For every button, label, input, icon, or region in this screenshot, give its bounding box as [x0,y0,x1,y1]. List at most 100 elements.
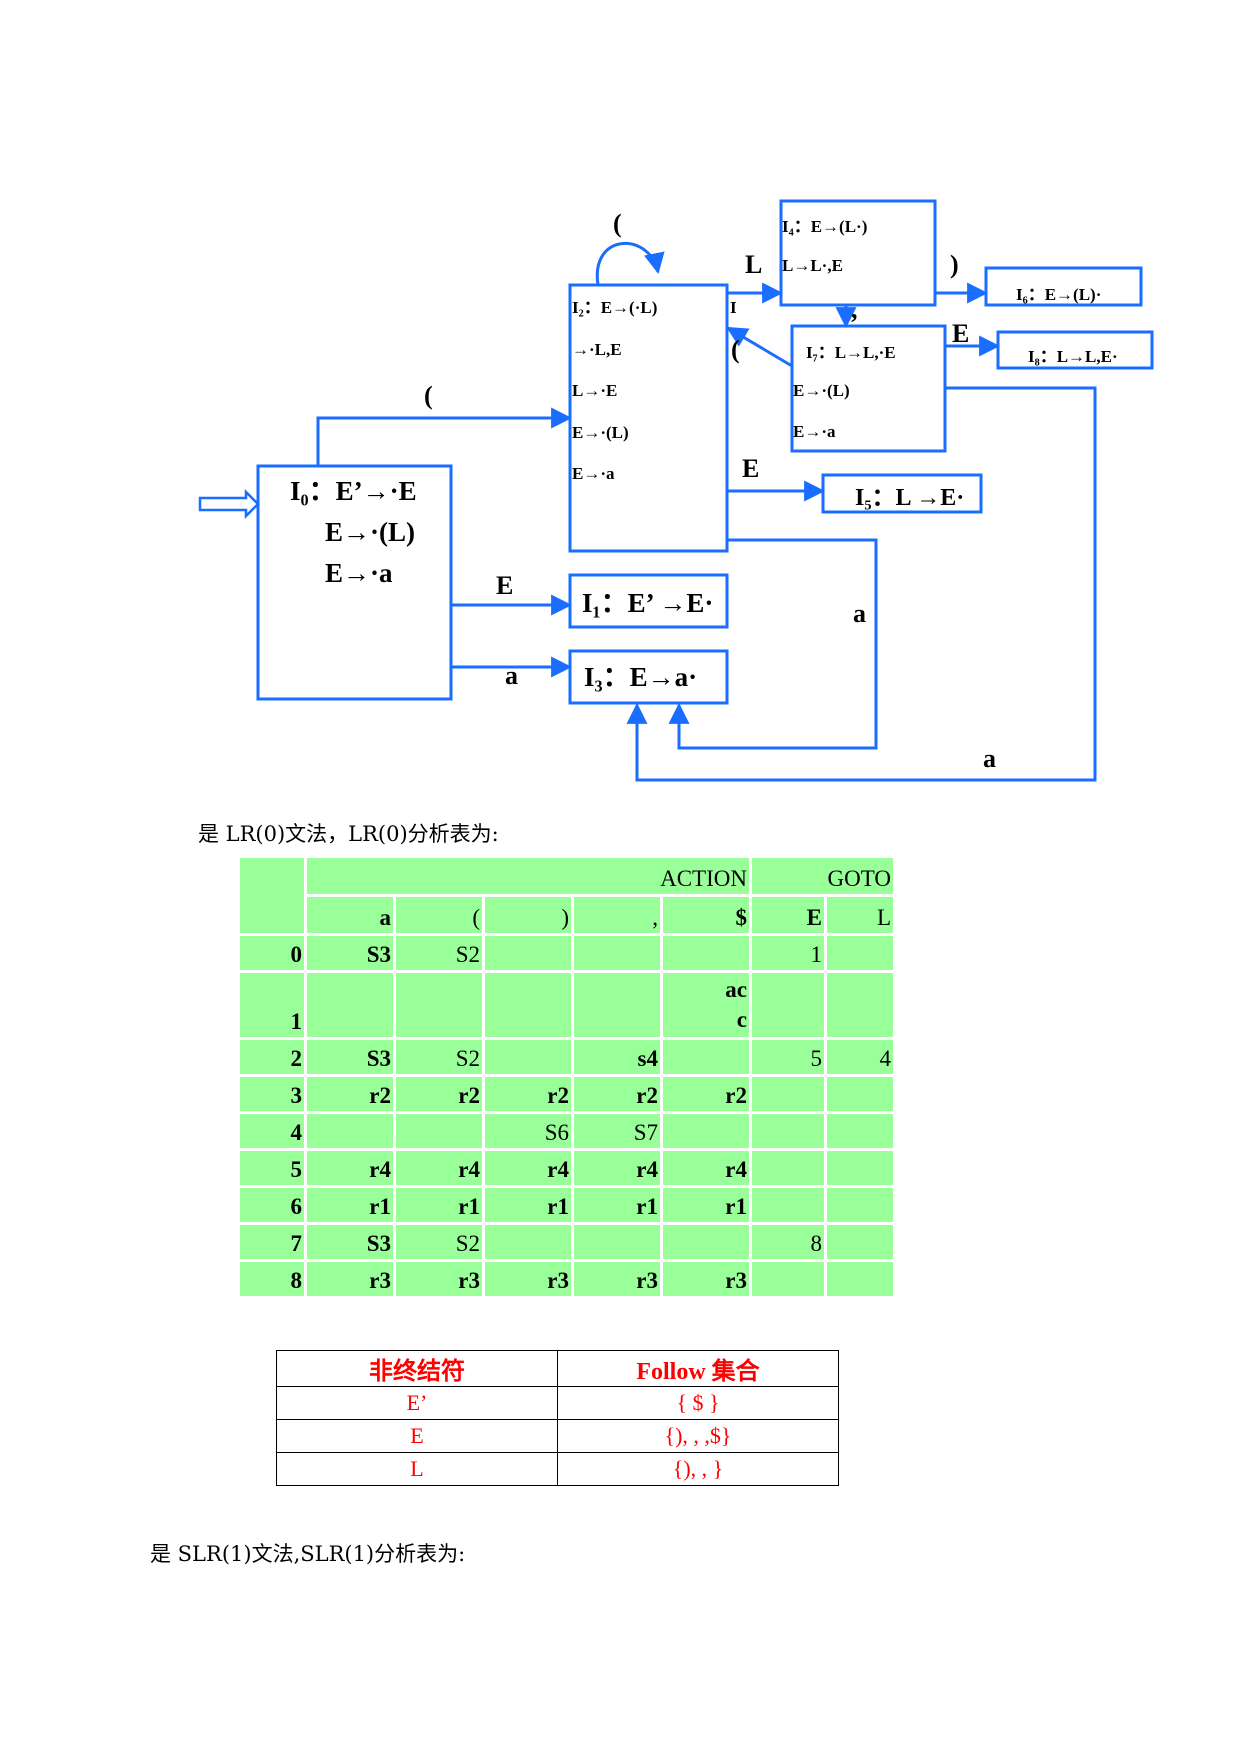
table-cell: s4 [574,1040,660,1074]
state-i2-line-3: E→·(L) [572,423,629,442]
state-i2-line-2: L→·E [572,381,617,400]
nonterminal-cell: L [276,1452,558,1486]
state-box-i2 [568,283,729,553]
table-cell: r3 [663,1262,749,1296]
state-i5-line-0: I₅：L →E· [855,485,964,511]
table-cell: r3 [307,1262,393,1296]
table-cell: 8 [752,1225,824,1259]
table-cell [485,1040,571,1074]
table-cell [663,1114,749,1148]
table-cell: S3 [307,1225,393,1259]
table-cell [827,1225,893,1259]
column-header: ) [485,897,571,933]
table-cell [396,1114,482,1148]
table-cell [827,936,893,970]
table-cell: r3 [485,1262,571,1296]
state-i2-line-1: →·L,E [572,340,622,359]
edge-label-i0-i2: ( [424,381,433,410]
table-cell [827,1077,893,1111]
column-header: E [752,897,824,933]
table-cell: ac c [663,973,749,1037]
table-cell: r1 [307,1188,393,1222]
column-header: $ [663,897,749,933]
table-cell: r4 [307,1151,393,1185]
state-i3-line-0: I₃：E→a· [584,662,697,692]
edge-label-i2-i4-extra: I [730,298,737,317]
table-cell: r1 [485,1188,571,1222]
edge-label-i2-i4: L [745,250,762,279]
goto-header: GOTO [752,858,893,894]
nonterminal-header: 非终结符 [276,1350,558,1387]
table-cell: r4 [663,1151,749,1185]
table-cell [752,1114,824,1148]
nonterminal-cell: E [276,1419,558,1453]
table-cell [752,1262,824,1296]
state-i7-line-1: E→·(L) [793,381,850,400]
table-cell: r2 [574,1077,660,1111]
follow-row: E’{ $ } [276,1386,839,1420]
table-cell: 1 [752,936,824,970]
edge-label-i7-i3: a [983,744,996,773]
table-cell [574,1225,660,1259]
table-cell [663,1040,749,1074]
table-cell [827,1151,893,1185]
table-cell: r2 [485,1077,571,1111]
table-cell [827,973,893,1037]
edge-label-i4-i7: , [851,295,858,324]
state-i1-line-0: I₁：E’ →E· [582,588,713,618]
edge-label-i2-self: ( [613,209,622,238]
state-number-cell: 4 [240,1114,304,1148]
table-cell: r4 [485,1151,571,1185]
edge-label-i2-i3: a [853,599,866,628]
state-number-cell: 3 [240,1077,304,1111]
table-corner-cell [240,858,304,933]
state-number-cell: 7 [240,1225,304,1259]
edge-label-i7-i8: E [952,319,969,348]
column-header: , [574,897,660,933]
edge-i7-i2 [726,326,793,368]
start-arrow [198,488,260,520]
follow-set-cell: { $ } [557,1386,839,1420]
lr0-state-diagram: I₀：E’→·E E→·(L) E→·a I₂：E→(·L) →·L,E L→·… [198,199,1154,782]
nonterminal-cell: E’ [276,1386,558,1420]
table-cell [574,936,660,970]
table-cell: r2 [396,1077,482,1111]
table-cell [752,1077,824,1111]
state-i4-line-1: L→L·,E [782,256,843,275]
state-i4-line-0: I₄：E→(L·) [782,217,867,236]
table-cell: r2 [663,1077,749,1111]
table-cell: S7 [574,1114,660,1148]
state-number-cell: 8 [240,1262,304,1296]
state-number-cell: 2 [240,1040,304,1074]
table-cell: r1 [663,1188,749,1222]
table-cell: S2 [396,1225,482,1259]
edge-label-i0-i3: a [505,661,518,690]
state-i0-line-0: I₀：E’→·E [290,476,417,506]
table-cell [663,1225,749,1259]
table-cell [485,936,571,970]
follow-set-header: Follow 集合 [557,1350,839,1387]
table-cell [307,1114,393,1148]
table-cell [827,1188,893,1222]
table-cell [752,973,824,1037]
follow-row: L{), , } [276,1452,839,1486]
action-header: ACTION [307,858,749,894]
edge-label-i4-i6: ) [950,250,959,279]
table-cell [307,973,393,1037]
column-header: ( [396,897,482,933]
follow-set-cell: {), , } [557,1452,839,1486]
edge-i0-i2 [316,407,573,466]
table-cell [752,1188,824,1222]
table-cell: S6 [485,1114,571,1148]
table-cell [485,1225,571,1259]
